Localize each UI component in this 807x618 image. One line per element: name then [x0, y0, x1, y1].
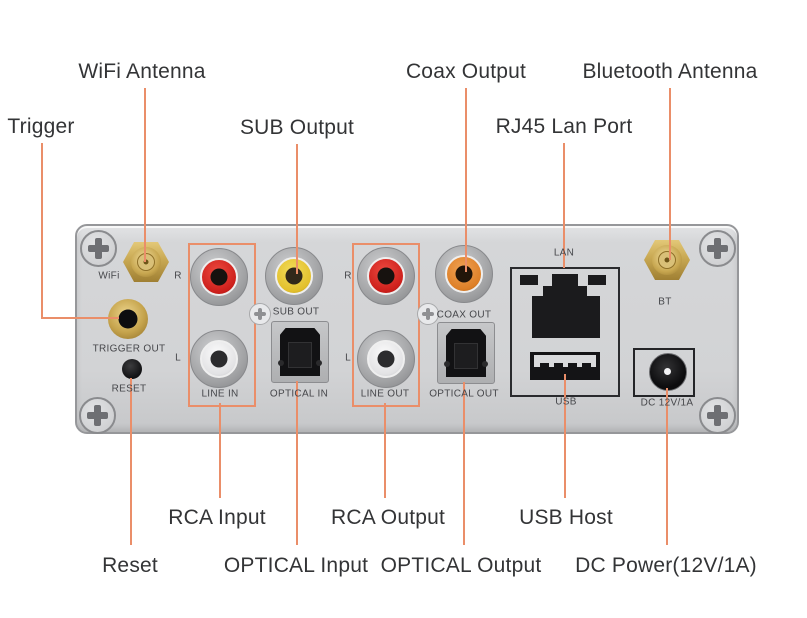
callout-reset: Reset	[102, 554, 158, 577]
callout-rj45-lan-port: RJ45 Lan Port	[495, 115, 633, 138]
leader-rca-output	[384, 403, 386, 498]
panel-label-reset: RESET	[111, 383, 147, 395]
bt-antenna-connector	[644, 240, 690, 280]
callout-coax-output: Coax Output	[405, 60, 527, 83]
sub-out-jack	[265, 247, 323, 305]
leader-usb-host	[564, 374, 566, 498]
callout-rca-output: RCA Output	[330, 506, 446, 529]
panel-label-line-in-l: L	[175, 352, 181, 364]
rj45-port-body	[532, 296, 600, 338]
callout-optical-input: OPTICAL Input	[223, 554, 369, 577]
leader-rj45	[563, 143, 565, 268]
callout-wifi-antenna: WiFi Antenna	[78, 60, 206, 83]
trigger-out-jack	[108, 299, 148, 339]
rca-line-in-left-jack	[190, 330, 248, 388]
panel-label-dc: DC 12V/1A	[640, 397, 694, 409]
screw-bottom-right-icon	[699, 397, 736, 434]
panel-label-line-out-r: R	[344, 270, 352, 282]
rca-line-in-right-jack	[190, 248, 248, 306]
rca-line-out-right-jack	[357, 247, 415, 305]
panel-label-lan: LAN	[553, 247, 575, 259]
rca-line-out-left-jack	[357, 330, 415, 388]
reset-button	[122, 359, 142, 379]
callout-dc-power: DC Power(12V/1A)	[575, 554, 757, 577]
leader-sub-output	[296, 144, 298, 274]
dc-power-pin	[664, 368, 671, 375]
usb-port-tongue	[534, 355, 596, 367]
rj45-tab-mid	[543, 286, 587, 299]
line-out-group-box	[352, 243, 420, 407]
panel-label-line-in: LINE IN	[201, 388, 239, 400]
panel-label-wifi: WiFi	[98, 270, 120, 282]
leader-wifi-antenna	[144, 88, 146, 262]
panel-label-optical-in: OPTICAL IN	[269, 388, 329, 400]
panel-label-line-out: LINE OUT	[360, 388, 410, 400]
usb-contact	[582, 363, 591, 370]
screw-bottom-left-icon	[79, 397, 116, 434]
rj45-led-right	[588, 275, 606, 285]
usb-contact	[554, 363, 563, 370]
panel-label-line-in-r: R	[174, 270, 182, 282]
panel-label-trigger-out: TRIGGER OUT	[92, 343, 166, 355]
callout-rca-input: RCA Input	[168, 506, 266, 529]
panel-label-usb: USB	[555, 396, 577, 408]
wifi-antenna-connector	[123, 242, 169, 282]
line-in-group-box	[188, 243, 256, 407]
panel-label-line-out-l: L	[345, 352, 351, 364]
callout-usb-host: USB Host	[519, 506, 613, 529]
leader-optical-input	[296, 381, 298, 545]
dc-power-box	[633, 348, 695, 397]
screw-mid-right-icon	[417, 303, 439, 325]
leader-bluetooth-antenna	[669, 88, 671, 260]
optical-in-port	[271, 321, 329, 383]
leader-trigger-vertical	[41, 143, 43, 319]
leader-optical-output	[463, 382, 465, 545]
panel-label-optical-out: OPTICAL OUT	[429, 388, 499, 400]
coax-out-jack	[435, 245, 493, 303]
rj45-tab-top	[552, 274, 578, 288]
screw-top-left-icon	[80, 230, 117, 267]
callout-bluetooth-antenna: Bluetooth Antenna	[582, 60, 758, 83]
panel-label-bt: BT	[658, 296, 672, 308]
callout-optical-output: OPTICAL Output	[380, 554, 542, 577]
panel-label-sub-out: SUB OUT	[272, 306, 320, 318]
leader-trigger-horizontal	[41, 317, 119, 319]
leader-reset	[130, 378, 132, 545]
callout-trigger: Trigger	[7, 115, 75, 138]
screw-top-right-icon	[699, 230, 736, 267]
callout-sub-output: SUB Output	[239, 116, 355, 139]
panel-label-coax-out: COAX OUT	[436, 309, 492, 321]
screw-mid-left-icon	[249, 303, 271, 325]
leader-rca-input	[219, 403, 221, 498]
dc-power-jack	[649, 353, 687, 391]
leader-coax-output	[465, 88, 467, 272]
usb-contact	[540, 363, 549, 370]
optical-out-port	[437, 322, 495, 384]
usb-contact	[568, 363, 577, 370]
leader-dc-power	[666, 388, 668, 545]
rj45-led-left	[520, 275, 538, 285]
